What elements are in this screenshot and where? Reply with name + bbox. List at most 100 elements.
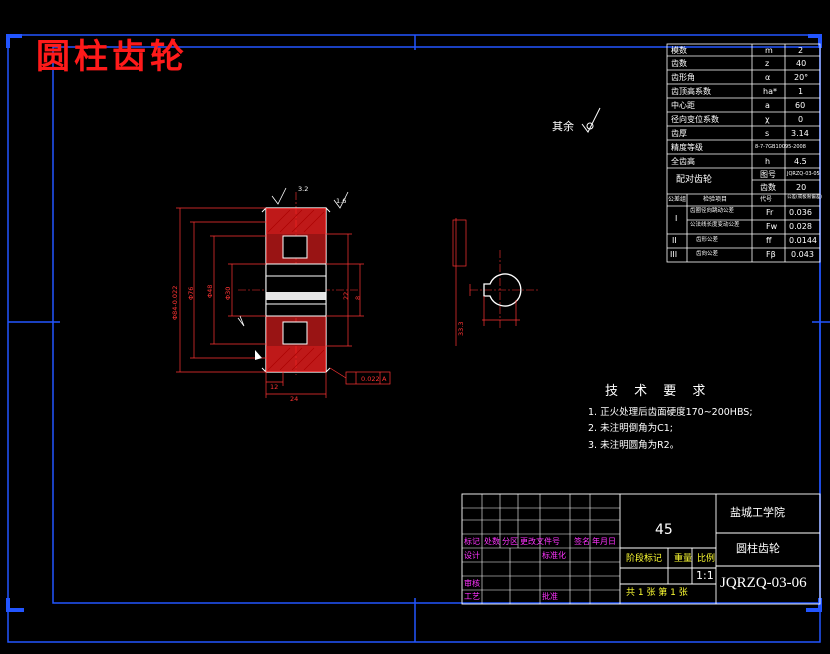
param-value: JQRZQ-03-05 xyxy=(787,171,820,177)
corner-mark-bl xyxy=(6,598,24,612)
group-header: 公差组 xyxy=(668,196,687,203)
bore-keyway-view xyxy=(452,218,540,346)
dim-face-width: 24 xyxy=(290,395,299,403)
roughness-mark-right xyxy=(333,191,349,209)
dim-datum: A xyxy=(382,375,387,383)
item-header: 检验项目 xyxy=(703,196,728,203)
right-dimension-lines xyxy=(326,233,364,347)
check-item: 齿向公差 xyxy=(696,251,719,257)
keyway-tolerance-frame xyxy=(452,219,467,267)
param-name: 齿顶高系数 xyxy=(671,87,711,96)
group-label: II xyxy=(672,236,677,245)
sign-row: 批准 xyxy=(542,592,558,601)
dim-keyway: 8 xyxy=(354,295,362,300)
check-tol: 0.036 xyxy=(789,208,812,217)
datum-triangle xyxy=(255,350,262,360)
param-symbol: z xyxy=(765,59,770,68)
param-value: 1 xyxy=(798,87,804,96)
param-symbol: s xyxy=(765,129,770,138)
param-symbol: α xyxy=(765,73,771,82)
param-symbol: 齿数 xyxy=(760,183,776,192)
lightening-hole-bottom xyxy=(282,321,308,345)
param-value: 40 xyxy=(796,59,807,68)
tech-requirement-1: 1. 正火处理后齿面硬度170~200HBS; xyxy=(588,407,753,418)
check-code: Fβ xyxy=(766,250,776,259)
param-symbol: ha* xyxy=(763,87,777,96)
drawing-number: JQRZQ-03-06 xyxy=(720,575,807,591)
inner-frame xyxy=(52,46,821,604)
title-block xyxy=(461,493,821,605)
check-code: ff xyxy=(766,236,772,245)
material: 45 xyxy=(655,522,673,538)
tech-requirement-2: 2. 未注明倒角为C1; xyxy=(588,423,673,434)
rev-header: 年月日 xyxy=(592,537,616,546)
group-label: I xyxy=(675,214,678,223)
param-symbol: m xyxy=(765,46,773,55)
param-name: 齿数 xyxy=(671,59,687,68)
param-value: 60 xyxy=(795,101,806,110)
rev-header: 签名 xyxy=(574,537,590,546)
check-tol: 0.0144 xyxy=(789,236,817,245)
bottom-dimension-lines xyxy=(265,372,327,398)
surface-roughness-symbol xyxy=(581,107,601,133)
scale-value: 1:1 xyxy=(696,569,714,582)
roughness-mark-top xyxy=(271,187,287,205)
param-value: 8-7-7GB10095-2008 xyxy=(755,144,806,150)
check-code: Fw xyxy=(766,222,778,231)
drawing-title: 圆柱齿轮 xyxy=(36,37,188,77)
part-name: 圆柱齿轮 xyxy=(736,542,780,555)
corner-mark-tl xyxy=(6,34,22,48)
dim-bore-diameter: Φ30 xyxy=(224,286,232,300)
dim-hub-diameter: Φ48 xyxy=(206,284,214,298)
bore xyxy=(265,263,327,317)
check-item: 齿形公差 xyxy=(696,237,719,243)
gear-section-view xyxy=(176,187,391,398)
scale-label: 比例 xyxy=(697,554,716,564)
rim-top-section xyxy=(266,208,326,234)
tech-requirements-heading: 技 术 要 求 xyxy=(605,384,712,399)
weight-label: 重量 xyxy=(674,554,693,564)
param-name: 全齿高 xyxy=(671,157,695,166)
check-tol: 0.028 xyxy=(789,222,812,231)
rev-header: 处数 xyxy=(484,537,500,546)
param-symbol: 图号 xyxy=(760,170,776,179)
surface-note: 其余 xyxy=(552,120,574,133)
chamfers xyxy=(261,207,331,373)
check-item: 公法线长度变动公差 xyxy=(690,222,740,228)
dim-roughness: 3.2 xyxy=(298,185,309,193)
param-symbol: a xyxy=(765,101,770,110)
bore-circle-with-keyway xyxy=(483,273,522,307)
hatching xyxy=(267,209,325,371)
sheet-count: 共 1 张 第 1 张 xyxy=(626,588,688,598)
roughness-mark-left xyxy=(237,315,245,327)
param-value: 3.14 xyxy=(791,129,809,138)
rev-header: 分区 xyxy=(502,537,518,546)
sign-row: 工艺 xyxy=(464,592,480,601)
dim-outer-diameter: Φ84-0.022 xyxy=(171,285,179,320)
dim-chamfer: 1.6 xyxy=(336,197,347,205)
tol-header: 公差(或极限偏差) xyxy=(787,195,823,200)
lightening-hole-top xyxy=(282,235,308,259)
param-name: 齿形角 xyxy=(671,73,695,82)
sign-row: 设计 xyxy=(464,551,480,560)
param-value: 4.5 xyxy=(794,157,807,166)
param-symbol: h xyxy=(765,157,771,166)
corner-mark-tr xyxy=(808,34,822,48)
param-name: 径向变位系数 xyxy=(671,115,719,124)
dim-key-depth: 33.3 xyxy=(457,321,465,336)
param-name: 模数 xyxy=(671,46,687,55)
gear-parameter-table xyxy=(666,43,821,263)
check-item: 齿圈径向跳动公差 xyxy=(690,208,735,214)
rim-bottom-section xyxy=(266,346,326,372)
keyway xyxy=(266,292,326,300)
check-tol: 0.043 xyxy=(791,250,814,259)
param-name: 精度等级 xyxy=(671,143,703,152)
param-value: 20° xyxy=(794,73,809,82)
param-value: 0 xyxy=(798,115,804,124)
dim-runout: 0.022 xyxy=(361,375,380,383)
school-name: 盐城工学院 xyxy=(730,506,785,519)
rev-header: 标记 xyxy=(464,537,480,546)
param-value: 2 xyxy=(798,46,804,55)
param-value: 20 xyxy=(796,183,807,192)
